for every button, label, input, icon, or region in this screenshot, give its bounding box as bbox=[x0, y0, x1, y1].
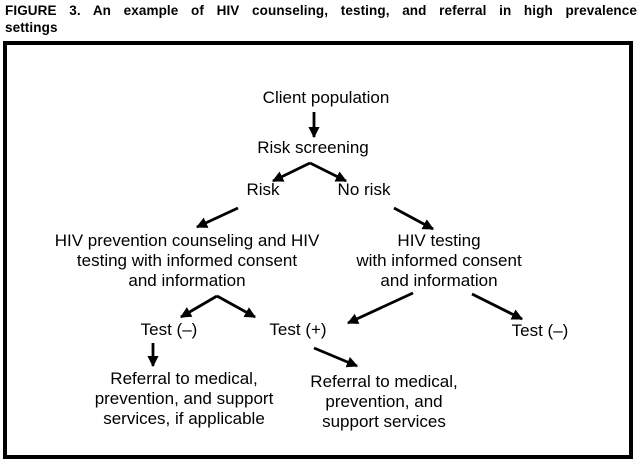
figure-title-line1: FIGURE 3. An example of HIV counseling, … bbox=[5, 3, 637, 18]
node-referral-full-line1: Referral to medical, bbox=[110, 369, 258, 388]
node-counseling-testing: HIV prevention counseling and HIV testin… bbox=[55, 231, 320, 291]
node-referral-positive-line3: support services bbox=[322, 412, 446, 431]
node-counseling-testing-line3: and information bbox=[128, 271, 246, 290]
node-hiv-testing: HIV testing with informed consent and in… bbox=[356, 231, 521, 291]
node-hiv-testing-line1: HIV testing bbox=[397, 231, 481, 250]
node-referral-full: Referral to medical, prevention, and sup… bbox=[95, 369, 274, 429]
node-test-positive: Test (+) bbox=[269, 320, 327, 339]
node-test-negative-right: Test (–) bbox=[511, 321, 569, 340]
node-counseling-testing-line2: testing with informed consent bbox=[76, 251, 298, 270]
node-counseling-testing-line1: HIV prevention counseling and HIV bbox=[54, 231, 320, 250]
node-risk-screening: Risk screening bbox=[257, 138, 369, 157]
node-test-negative-left: Test (–) bbox=[140, 320, 198, 339]
node-hiv-testing-line3: and information bbox=[380, 271, 498, 290]
node-no-risk: No risk bbox=[337, 180, 391, 199]
node-client-population: Client population bbox=[262, 88, 390, 107]
figure-title: FIGURE 3. An example of HIV counseling, … bbox=[5, 2, 637, 36]
figure-title-line2: settings bbox=[5, 20, 58, 35]
node-referral-full-line2: prevention, and support bbox=[94, 389, 274, 408]
node-hiv-testing-line2: with informed consent bbox=[356, 251, 522, 270]
flowchart-frame bbox=[3, 41, 633, 459]
node-referral-positive: Referral to medical, prevention, and sup… bbox=[310, 372, 457, 432]
node-referral-positive-line2: prevention, and bbox=[325, 392, 443, 411]
node-referral-full-line3: services, if applicable bbox=[103, 409, 265, 428]
node-referral-positive-line1: Referral to medical, bbox=[310, 372, 458, 391]
node-risk: Risk bbox=[246, 180, 280, 199]
